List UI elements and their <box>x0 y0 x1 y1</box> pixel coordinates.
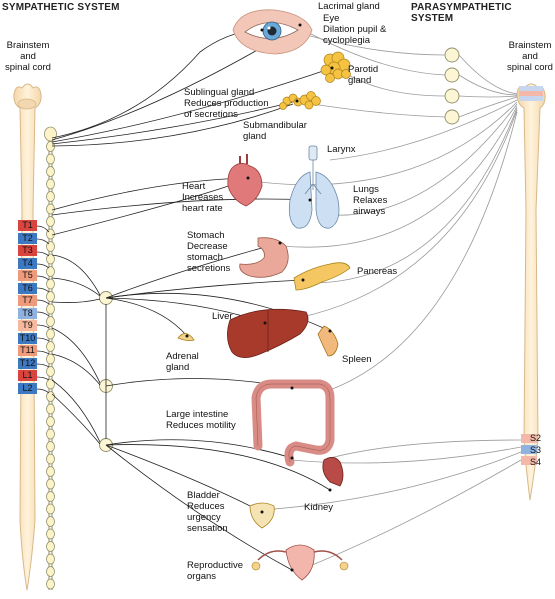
chain-ganglion <box>46 378 55 390</box>
spleen-illustration <box>317 325 339 357</box>
chain-ganglion <box>46 566 55 577</box>
chain-ganglion <box>46 216 55 227</box>
chain-ganglion <box>46 303 55 315</box>
segment-t11: T11 <box>18 345 37 356</box>
lacrimal-gland-label: Lacrimal gland <box>318 1 380 12</box>
heart-illustration <box>227 154 263 207</box>
pancreas-illustration <box>293 262 351 291</box>
chain-ganglion <box>46 416 55 427</box>
chain-ganglion <box>46 578 55 590</box>
chain-ganglion <box>46 466 55 477</box>
chain-ganglion <box>46 341 55 352</box>
ganglia <box>99 47 460 452</box>
segment-t9: T9 <box>18 320 37 331</box>
segment-s3: S3 <box>530 445 542 455</box>
segment-t6: T6 <box>18 282 37 294</box>
pancreas-label: Pancreas <box>357 266 398 277</box>
chain-ganglion <box>46 391 55 402</box>
parasympathetic-header: PARASYMPATHETIC SYSTEM <box>411 2 512 24</box>
stomach-illustration <box>239 237 289 278</box>
chain-ganglion <box>46 191 55 202</box>
chain-ganglion <box>46 428 55 440</box>
sympathetic-header: SYMPATHETIC SYSTEM <box>2 2 120 13</box>
nerve-endpoints <box>185 23 334 572</box>
segment-t8: T8 <box>18 307 37 319</box>
chain-ganglion <box>46 253 55 265</box>
chain-ganglion <box>46 478 55 490</box>
chain-ganglion <box>46 516 55 527</box>
bladder-illustration <box>249 502 275 529</box>
chain-ganglion <box>46 528 55 540</box>
liver-label: Liver <box>212 311 233 322</box>
segment-t2: T2 <box>18 232 37 244</box>
ciliary-ganglion <box>444 47 460 63</box>
chain-ganglion <box>46 403 55 415</box>
chain-ganglion <box>46 553 55 565</box>
chain-ganglion <box>46 153 55 165</box>
chain-ganglion <box>46 453 55 465</box>
segment-t1: T1 <box>18 220 37 231</box>
spleen-label: Spleen <box>342 354 372 365</box>
chain-ganglion <box>46 316 55 327</box>
segment-t3: T3 <box>18 245 37 256</box>
chain-ganglion <box>46 503 55 515</box>
chain-ganglion <box>46 291 55 302</box>
chain-ganglion <box>46 441 55 452</box>
chain-ganglion <box>46 166 55 177</box>
reproductive-organs-illustration <box>251 544 349 581</box>
chain-ganglion <box>46 278 55 290</box>
segment-s2: S2 <box>530 433 542 443</box>
kidney-illustration <box>322 457 344 487</box>
larynx-label: Larynx <box>327 144 356 155</box>
pterygopalatine-ganglion <box>444 67 460 83</box>
sympathetic-chain <box>44 126 57 590</box>
submandibular-ganglion <box>444 109 460 125</box>
chain-ganglion <box>46 541 55 552</box>
right-spinal-cord <box>516 83 546 501</box>
segment-t10: T10 <box>18 332 37 344</box>
chain-ganglion <box>46 366 55 377</box>
segment-t5: T5 <box>18 270 37 281</box>
salivary-glands-illustration <box>279 91 321 110</box>
segment-s4: S4 <box>530 457 542 467</box>
chain-ganglion <box>46 353 55 365</box>
chain-ganglion <box>46 178 55 190</box>
chain-ganglion <box>46 203 55 215</box>
lungs-illustration <box>288 171 340 229</box>
chain-ganglion <box>46 266 55 277</box>
segment-t7: T7 <box>18 295 37 306</box>
chain-ganglion <box>46 328 55 340</box>
chain-ganglion <box>46 491 55 502</box>
chain-ganglion <box>46 141 55 152</box>
parotid-gland-illustration <box>320 51 351 83</box>
segment-l2: L2 <box>18 382 37 394</box>
segment-l1: L1 <box>18 370 37 381</box>
eye-illustration <box>232 9 313 55</box>
otic-ganglion <box>444 88 460 104</box>
segment-t12: T12 <box>18 357 37 369</box>
segment-t4: T4 <box>18 257 37 269</box>
parasympathetic-nerves <box>259 27 522 571</box>
larynx-illustration <box>308 145 318 172</box>
kidney-label: Kidney <box>304 502 334 513</box>
